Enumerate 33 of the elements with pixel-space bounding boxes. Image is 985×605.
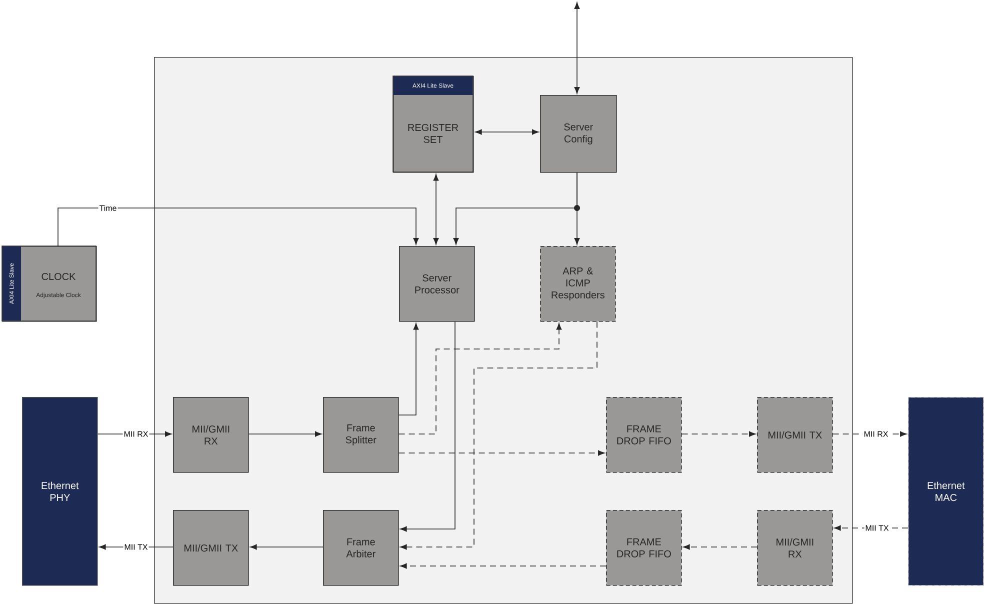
module-box: MII/GMII TX <box>173 510 249 586</box>
edge-label: MII TX <box>123 543 149 551</box>
double-arrow <box>433 174 439 245</box>
double-arrow <box>574 2 580 94</box>
arrow <box>400 321 456 532</box>
edge-label: Time <box>98 204 118 212</box>
module-box: MII/GMII RX <box>173 397 249 473</box>
module-box: Frame Splitter <box>323 397 399 473</box>
arrow <box>574 172 580 245</box>
arrow <box>398 323 419 416</box>
module-box: Server Processor <box>399 246 475 322</box>
arrow <box>398 450 605 456</box>
module-box: MII/GMII TX <box>757 397 833 473</box>
module-box: Server Config <box>540 95 617 173</box>
module-box: ARP & ICMP Responders <box>540 246 616 322</box>
edge-label: MII RX <box>862 430 890 438</box>
module-box: FRAME DROP FIFO <box>606 510 682 586</box>
module-box: Frame Arbiter <box>323 510 399 586</box>
module-box: MII/GMII RX <box>757 510 833 586</box>
arrow <box>681 431 756 437</box>
external-device-box: Ethernet MAC <box>908 397 984 586</box>
arrow <box>683 544 758 550</box>
edge-label: MII RX <box>122 430 150 438</box>
external-device-box: Ethernet PHY <box>22 397 98 586</box>
arrow <box>400 321 598 550</box>
arrow <box>400 563 606 569</box>
arrow <box>398 323 562 434</box>
arrow <box>248 431 322 437</box>
edge-label: MII TX <box>864 524 890 532</box>
arrow <box>250 544 324 550</box>
arrow <box>58 208 419 246</box>
module-box: FRAME DROP FIFO <box>606 397 682 473</box>
double-arrow <box>475 129 539 135</box>
